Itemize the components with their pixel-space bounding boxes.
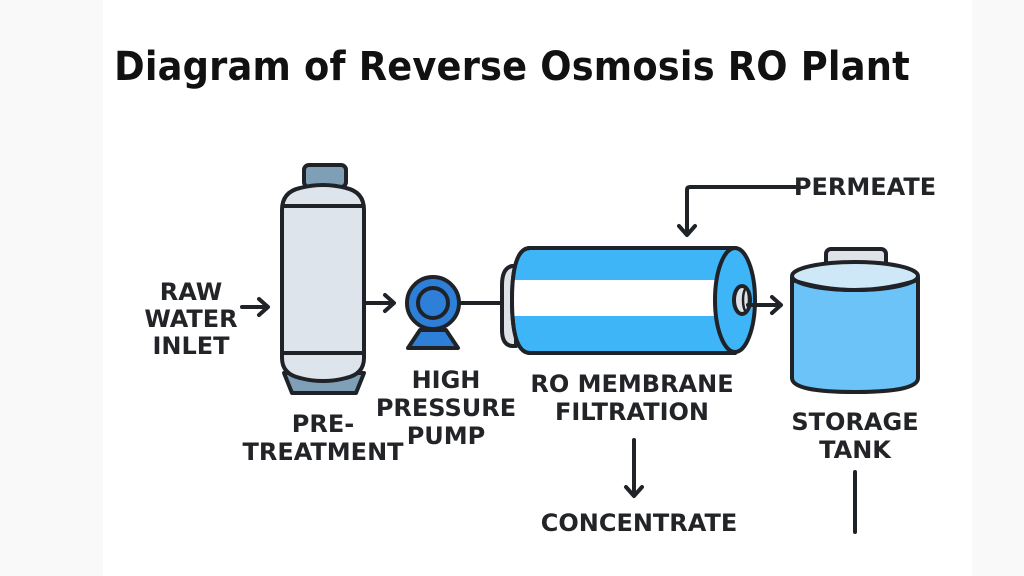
- pump-line-3: PUMP: [407, 422, 486, 450]
- page-title: Diagram of Reverse Osmosis RO Plant: [114, 44, 910, 90]
- ro-membrane-line-1: RO MEMBRANE: [530, 370, 733, 398]
- high-pressure-pump-label: HIGH PRESSURE PUMP: [376, 366, 516, 450]
- membrane-to-tank-arrow-icon: [746, 295, 783, 315]
- pretreatment-vessel-icon: [280, 163, 366, 395]
- raw-water-inlet-line-3: INLET: [152, 332, 230, 360]
- raw-water-inlet-line-1: RAW: [160, 278, 222, 306]
- high-pressure-pump-icon: [405, 275, 502, 350]
- permeate-arrow-icon: [677, 185, 798, 237]
- pretreatment-to-pump-arrow-icon: [362, 293, 396, 313]
- permeate-label: PERMEATE: [794, 173, 936, 201]
- ro-membrane-icon: [500, 246, 757, 355]
- concentrate-label: CONCENTRATE: [541, 509, 738, 537]
- pretreatment-line-1: PRE-: [292, 410, 354, 438]
- pump-line-1: HIGH: [412, 366, 481, 394]
- raw-water-inlet-line-2: WATER: [144, 305, 237, 333]
- ro-membrane-line-2: FILTRATION: [555, 398, 709, 426]
- pump-line-2: PRESSURE: [376, 394, 516, 422]
- storage-tank-icon: [790, 247, 920, 394]
- pretreatment-line-2: TREATMENT: [242, 438, 404, 466]
- storage-tank-label: STORAGE TANK: [791, 408, 918, 464]
- storage-tank-line-1: STORAGE: [791, 408, 918, 436]
- storage-tank-line-2: TANK: [819, 436, 892, 464]
- concentrate-arrow-icon: [624, 438, 644, 498]
- ro-membrane-label: RO MEMBRANE FILTRATION: [530, 370, 733, 426]
- raw-water-inlet-label: RAW WATER INLET: [144, 278, 237, 360]
- pretreatment-label: PRE- TREATMENT: [242, 410, 404, 466]
- inlet-arrow-icon: [240, 297, 270, 317]
